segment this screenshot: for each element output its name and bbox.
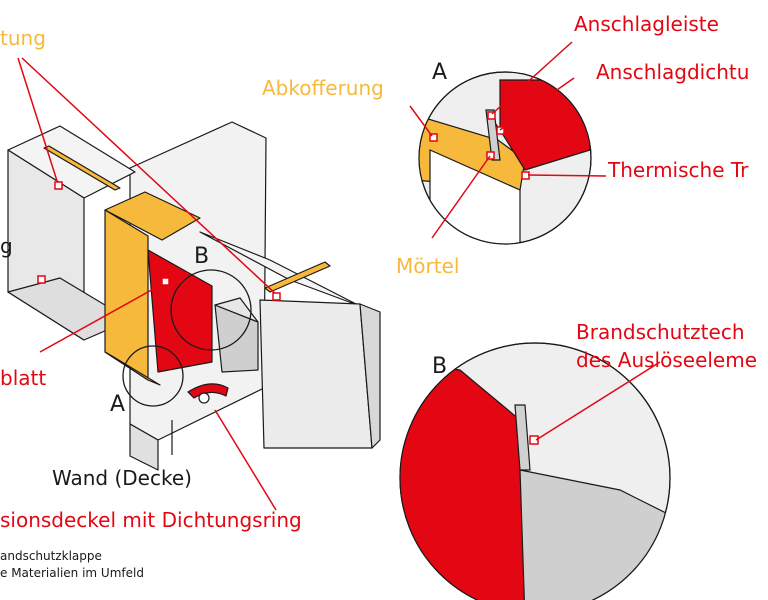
legend-line-1: andschutzklappe	[0, 549, 102, 563]
main-illustration	[7, 121, 381, 471]
flange-right	[264, 261, 331, 293]
marker-a-letter: A	[110, 392, 126, 417]
label-dichtung: tung	[0, 26, 46, 50]
boxing-bottom	[104, 351, 161, 386]
label-wand: Wand (Decke)	[52, 466, 192, 490]
callout-lines	[17, 57, 279, 511]
marker-circle-b	[170, 269, 252, 351]
detail-a-callouts	[409, 41, 607, 239]
detail-a-strip	[485, 109, 501, 161]
label-fragment-g: g	[0, 234, 13, 258]
flange-left	[43, 145, 121, 191]
label-klappenblatt: blatt	[0, 366, 47, 390]
legend-line-2: e Materialien im Umfeld	[0, 566, 144, 580]
marker-circle-a	[122, 345, 184, 407]
revision-knob	[198, 392, 210, 404]
detail-b	[399, 342, 671, 600]
detail-a	[418, 71, 592, 245]
detail-b-letter: B	[432, 354, 448, 379]
boxing-top	[104, 191, 201, 241]
detail-b-strip	[514, 404, 531, 471]
wall-front	[129, 423, 159, 471]
marker-b-letter: B	[194, 244, 210, 269]
label-brandschutztechnik-2: des Auslöseeleme	[576, 348, 758, 372]
right-duct-side	[259, 299, 373, 449]
label-anschlagdichtung: Anschlagdichtu	[596, 60, 750, 84]
callout-dots	[37, 181, 281, 301]
label-abkofferung: Abkofferung	[262, 76, 384, 100]
label-thermische-trennung: Thermische Tr	[608, 158, 749, 182]
label-revisionsdeckel: sionsdeckel mit Dichtungsring	[0, 508, 302, 532]
right-duct-front	[359, 303, 381, 449]
release-box-top	[214, 297, 259, 323]
label-brandschutztechnik-1: Brandschutztech	[576, 320, 745, 344]
label-anschlagleiste: Anschlagleiste	[574, 12, 719, 36]
detail-a-letter: A	[432, 60, 448, 85]
label-moertel: Mörtel	[396, 254, 460, 278]
detail-b-callout	[535, 361, 661, 441]
